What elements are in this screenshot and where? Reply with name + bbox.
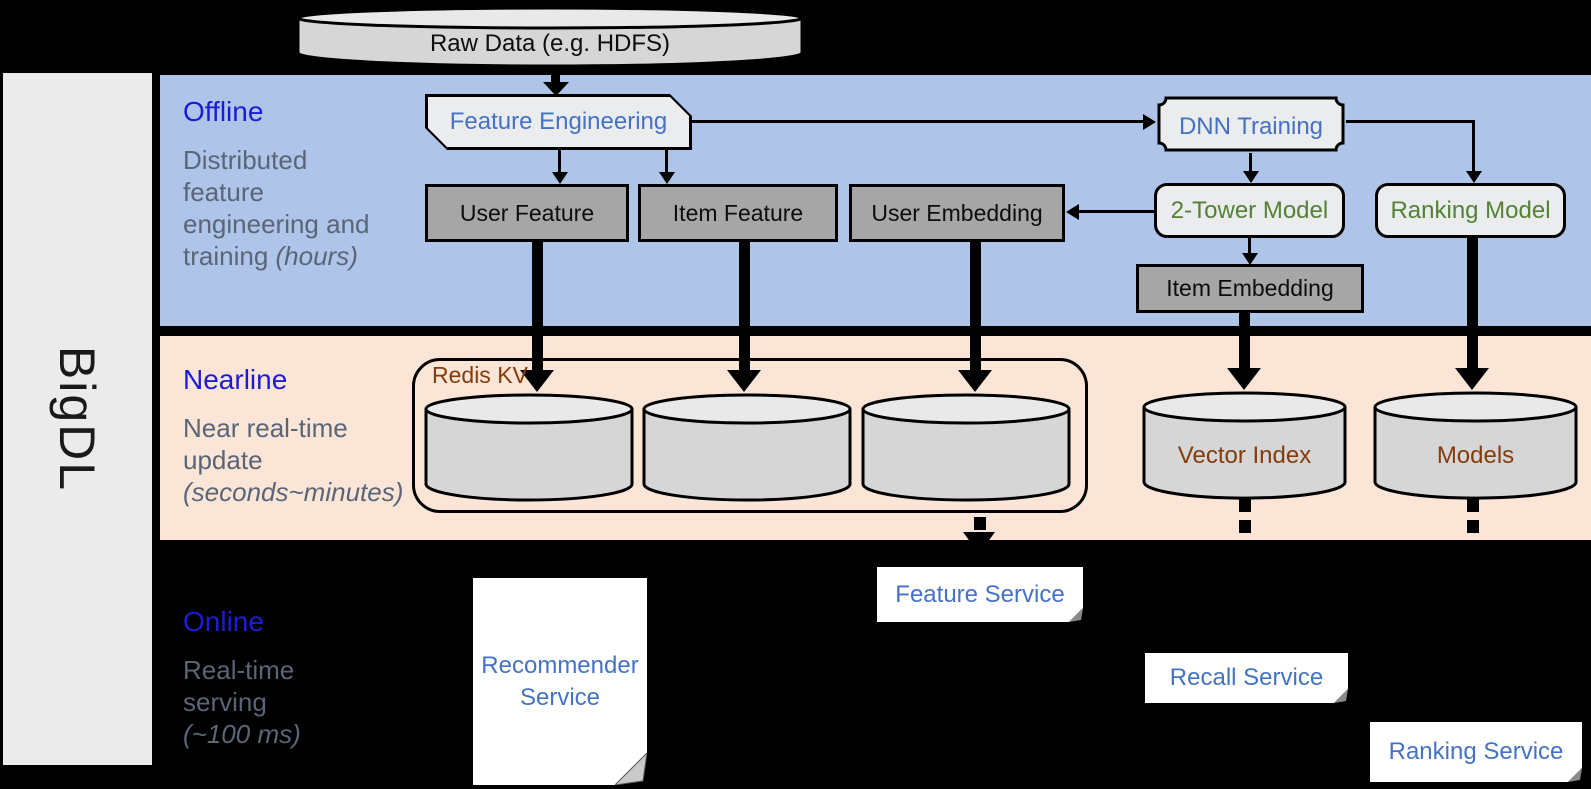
recall-service-label: Recall Service <box>1169 664 1324 691</box>
redis-cylinder-2-icon <box>641 392 853 509</box>
user-feature-node: User Feature <box>425 184 629 242</box>
ranking-service-node: Ranking Service <box>1370 722 1582 782</box>
feature-engineering-label: Feature Engineering <box>449 108 668 135</box>
user-feature-label: User Feature <box>459 199 595 226</box>
ranking-service-label: Ranking Service <box>1388 738 1564 765</box>
folded-corner-icon <box>1334 689 1348 703</box>
redis-cylinder-3-icon <box>860 392 1072 509</box>
raw-data-label: Raw Data (e.g. HDFS) <box>429 29 671 57</box>
user-embedding-node: User Embedding <box>849 184 1065 242</box>
models-cylinder-icon: Models <box>1372 390 1579 507</box>
dnn-training-node: DNN Training <box>1156 95 1346 158</box>
folded-corner-icon <box>615 753 647 785</box>
two-tower-model-label: 2-Tower Model <box>1170 196 1329 224</box>
item-feature-label: Item Feature <box>672 199 804 226</box>
offline-title: Offline <box>183 96 264 127</box>
vector-index-cylinder-icon: Vector Index <box>1141 390 1348 507</box>
nearline-title: Nearline <box>183 364 288 395</box>
folded-corner-icon <box>1069 608 1083 622</box>
online-title: Online <box>183 606 264 637</box>
vector-index-label: Vector Index <box>1177 441 1312 469</box>
item-embedding-label: Item Embedding <box>1166 275 1334 301</box>
redis-kv-label: Redis KV <box>432 362 528 388</box>
item-feature-node: Item Feature <box>638 184 838 242</box>
dnn-training-label: DNN Training <box>1178 112 1324 140</box>
user-embedding-label: User Embedding <box>871 199 1043 226</box>
item-embedding-node: Item Embedding <box>1136 264 1364 313</box>
bigdl-logo-text: BigDL <box>49 345 106 493</box>
two-tower-model-node: 2-Tower Model <box>1154 183 1345 238</box>
folded-corner-icon <box>1568 768 1582 782</box>
feature-service-label: Feature Service <box>895 580 1065 608</box>
recommender-service-node: Recommender Service <box>473 578 647 785</box>
raw-data-cylinder-icon: Raw Data (e.g. HDFS) <box>295 4 805 75</box>
ranking-model-label: Ranking Model <box>1390 196 1551 224</box>
recommender-service-label: Recommender Service <box>481 651 639 711</box>
recall-service-node: Recall Service <box>1145 653 1348 703</box>
redis-cylinder-1-icon <box>423 392 635 509</box>
models-label: Models <box>1436 441 1515 469</box>
bigdl-brand-bar: BigDL <box>3 73 152 765</box>
feature-engineering-node: Feature Engineering <box>425 94 692 150</box>
ranking-model-node: Ranking Model <box>1375 183 1566 238</box>
offline-section-label: Offline Distributed feature engineering … <box>183 96 413 272</box>
redis-kv-container <box>412 358 1088 513</box>
online-section-label: Online Real-time serving (~100 ms) <box>183 606 413 750</box>
nearline-section-label: Nearline Near real-time update (seconds~… <box>183 364 413 508</box>
feature-service-node: Feature Service <box>877 567 1083 622</box>
